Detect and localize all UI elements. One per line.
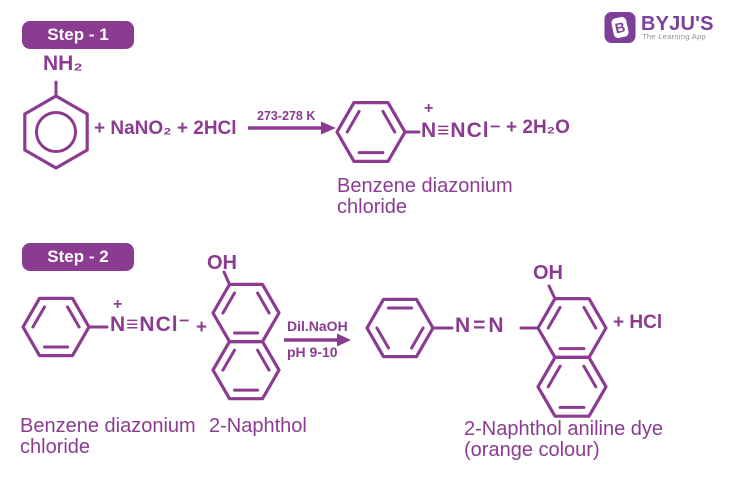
double-bond bbox=[410, 326, 425, 350]
product-label-line2: (orange colour) bbox=[464, 439, 600, 461]
product-naphthol-structure bbox=[536, 284, 608, 418]
double-bond bbox=[582, 364, 598, 389]
double-bond bbox=[66, 305, 81, 329]
step2-condition-bottom: pH 9-10 bbox=[287, 344, 338, 360]
step1-condition: 273-278 K bbox=[257, 109, 316, 123]
byjus-logo-icon: B bbox=[604, 12, 636, 43]
svg-text:B: B bbox=[613, 19, 626, 37]
product-oh-label: OH bbox=[533, 262, 563, 284]
double-bond bbox=[31, 305, 46, 329]
naphthol-oh-label: OH bbox=[207, 252, 237, 274]
plus-separator: + bbox=[196, 317, 208, 338]
step2-byproduct: + HCl bbox=[613, 312, 663, 333]
byjus-wordmark: BYJU'S bbox=[641, 13, 714, 35]
step1-reagents: + NaNO₂ + 2HCl bbox=[94, 118, 237, 139]
oh-bond bbox=[547, 284, 557, 301]
double-bond bbox=[221, 348, 236, 372]
step1-byproduct: + 2H₂O bbox=[506, 117, 570, 138]
product-label-line1: 2-Naphthol aniline dye bbox=[464, 418, 664, 440]
reaction-arrow-2 bbox=[284, 333, 351, 347]
byjus-logo: B BYJU'S The Learning App bbox=[604, 11, 734, 45]
benzene-ring bbox=[23, 94, 89, 170]
diazonium-group-label: N≡NCl⁻ bbox=[421, 119, 502, 142]
diazonium-group-label: N≡NCl⁻ bbox=[110, 313, 191, 336]
double-bond bbox=[221, 291, 236, 315]
arrow-head bbox=[337, 333, 351, 347]
naphthalene-bottom-ring bbox=[211, 340, 281, 401]
product-label: 2-Naphthol aniline dye (orange colour) bbox=[464, 419, 663, 461]
diazonium-charge: + bbox=[424, 100, 434, 117]
diazonium-charge: + bbox=[113, 296, 123, 313]
double-bond bbox=[582, 305, 598, 330]
double-bond bbox=[546, 364, 562, 389]
step1-product-label-line1: Benzene diazonium bbox=[337, 175, 513, 197]
product-benzene-structure bbox=[365, 297, 540, 359]
step2-condition-top: Dil.NaOH bbox=[287, 318, 348, 334]
double-bond bbox=[256, 291, 271, 315]
benzenediazonium-structure-step1 bbox=[335, 100, 421, 163]
reactant1-label-line2: chloride bbox=[20, 436, 91, 458]
naphthalene-bottom-ring bbox=[536, 355, 608, 418]
aniline-structure bbox=[23, 80, 89, 170]
azo-group-label: N=N bbox=[455, 314, 507, 337]
step1-product-label-line2: chloride bbox=[337, 196, 408, 218]
step2-badge: Step - 2 bbox=[22, 243, 134, 271]
double-bond bbox=[345, 109, 361, 134]
double-bond bbox=[381, 109, 397, 134]
reactant1-label-line1: Benzene diazonium bbox=[20, 415, 196, 437]
double-bond bbox=[546, 305, 562, 330]
benzenediazonium-structure-step2 bbox=[21, 296, 109, 358]
amine-group-label: NH₂ bbox=[43, 52, 83, 75]
reaction-arrow-1 bbox=[248, 121, 336, 135]
step1-badge: Step - 1 bbox=[22, 21, 134, 49]
step1-product-label: Benzene diazonium chloride bbox=[337, 176, 513, 218]
reactant1-label: Benzene diazonium chloride bbox=[20, 416, 196, 458]
double-bond bbox=[375, 326, 390, 350]
oh-bond bbox=[222, 270, 231, 286]
naphthol-structure bbox=[211, 270, 281, 401]
arrow-head bbox=[321, 121, 336, 135]
double-bond bbox=[256, 348, 271, 372]
aromatic-circle bbox=[35, 111, 77, 153]
byjus-tagline: The Learning App bbox=[642, 32, 707, 41]
reactant2-label: 2-Naphthol bbox=[209, 415, 307, 437]
